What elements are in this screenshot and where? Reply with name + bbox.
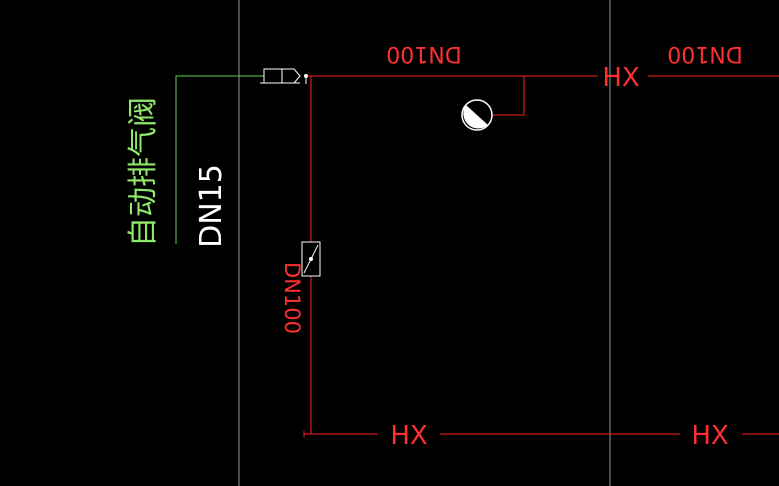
check-valve-icon — [301, 241, 321, 277]
air-valve-leader-line — [175, 75, 264, 244]
pump-circle-icon — [461, 99, 493, 131]
hx-label-bottom-right: HX — [691, 421, 728, 451]
air-valve-size-label: DN15 — [194, 164, 229, 248]
pipe-label-top-left: DN100 — [386, 41, 461, 66]
air-valve-name-label: 自动排气阀 — [126, 97, 161, 247]
hx-label-top: HX — [602, 63, 639, 93]
hx-label-bottom-left: HX — [390, 421, 427, 451]
pipe-label-vertical: DN100 — [280, 262, 304, 334]
automatic-air-vent-valve-icon — [260, 68, 308, 84]
pump-branch-pipe — [491, 76, 525, 116]
pipe-label-top-right: DN100 — [667, 41, 742, 66]
